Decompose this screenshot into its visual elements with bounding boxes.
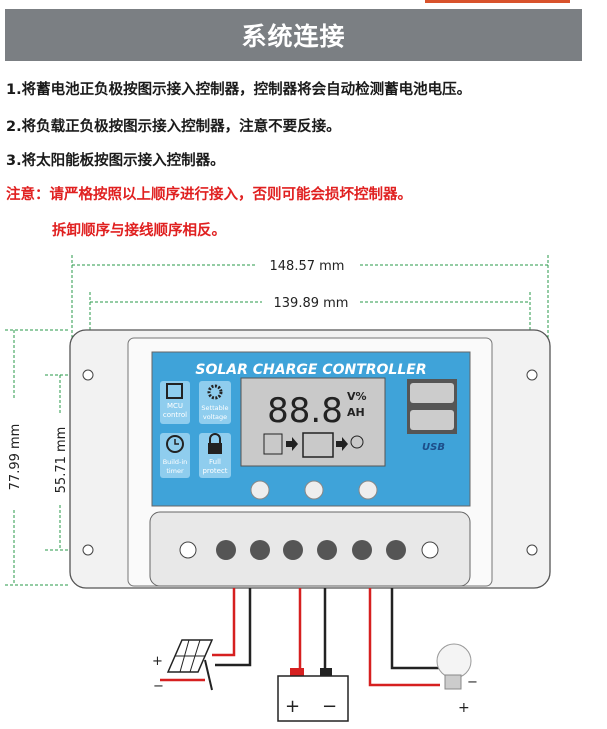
dimension-outer-height: 77.99 mm [8, 424, 23, 491]
section-header: 系统连接 [5, 9, 582, 61]
battery-minus-label: − [322, 696, 337, 717]
terminal-row [179, 540, 439, 560]
lcd-unit-1: V% [347, 390, 367, 403]
battery-icon [302, 432, 334, 458]
usb-port[interactable] [410, 383, 454, 403]
controller-title: SOLAR CHARGE CONTROLLER [195, 362, 426, 378]
terminal-screw [352, 540, 372, 560]
usb-label: USB [422, 442, 445, 453]
lcd-unit-2: AH [347, 406, 365, 419]
instruction-1: 1.将蓄电池正负极按图示接入控制器，控制器将会自动检测蓄电池电压。 [6, 82, 472, 98]
lcd-flow-icons [263, 432, 364, 458]
clock-icon [166, 435, 184, 453]
section-title: 系统连接 [241, 22, 346, 51]
lcd-digits: 88.8 [267, 391, 343, 431]
warning-line-1: 注意：请严格按照以上顺序进行接入，否则可能会损坏控制器。 [6, 187, 412, 203]
down-load-button[interactable] [358, 480, 378, 500]
solar-plus-label: + [152, 654, 163, 669]
battery [277, 668, 349, 722]
bulb-minus-label: − [467, 675, 478, 690]
feature-label: timer [166, 467, 184, 475]
feature-badges [160, 381, 231, 478]
terminal-screw-cover [421, 541, 439, 559]
feature-label: voltage [203, 413, 227, 421]
dimension-outer-width: 148.57 mm [270, 259, 345, 274]
light-bulb [436, 643, 472, 690]
menu-button[interactable] [250, 480, 270, 500]
dimension-inner-height: 55.71 mm [54, 427, 69, 494]
top-accent-strip [425, 0, 570, 3]
lock-icon [208, 433, 222, 454]
terminal-screw [250, 540, 270, 560]
bulb-icon [350, 435, 364, 449]
feature-label: MCU [167, 402, 183, 410]
feature-label: Settable [201, 404, 228, 412]
arrow-icon [286, 437, 298, 451]
bulb-plus-label: + [458, 700, 470, 716]
battery-plus-label: + [285, 696, 300, 717]
chip-icon [166, 383, 183, 399]
up-button[interactable] [304, 480, 324, 500]
dimension-inner-width: 139.89 mm [274, 296, 349, 311]
solar-minus-label: − [153, 679, 164, 694]
instruction-2: 2.将负载正负极按图示接入控制器，注意不要反接。 [6, 119, 341, 135]
feature-label: Full [209, 458, 221, 466]
arrow-icon [336, 437, 348, 451]
mount-hole [82, 369, 94, 381]
feature-label: protect [202, 467, 227, 475]
usb-port[interactable] [410, 410, 454, 430]
mount-hole [526, 544, 538, 556]
terminal-screw-cover [179, 541, 197, 559]
mount-hole [82, 544, 94, 556]
instruction-3: 3.将太阳能板按图示接入控制器。 [6, 153, 225, 169]
terminal-screw [317, 540, 337, 560]
feature-label: Build-in [163, 458, 188, 466]
lcd-screen [240, 377, 386, 467]
mount-hole [526, 369, 538, 381]
solar-panel [160, 639, 214, 691]
gear-icon [207, 384, 223, 400]
terminal-screw [283, 540, 303, 560]
wires [212, 588, 440, 687]
solar-panel-icon [263, 433, 283, 455]
terminal-screw [386, 540, 406, 560]
terminal-screw [216, 540, 236, 560]
warning-line-2: 拆卸顺序与接线顺序相反。 [52, 223, 226, 239]
feature-label: control [163, 411, 187, 419]
